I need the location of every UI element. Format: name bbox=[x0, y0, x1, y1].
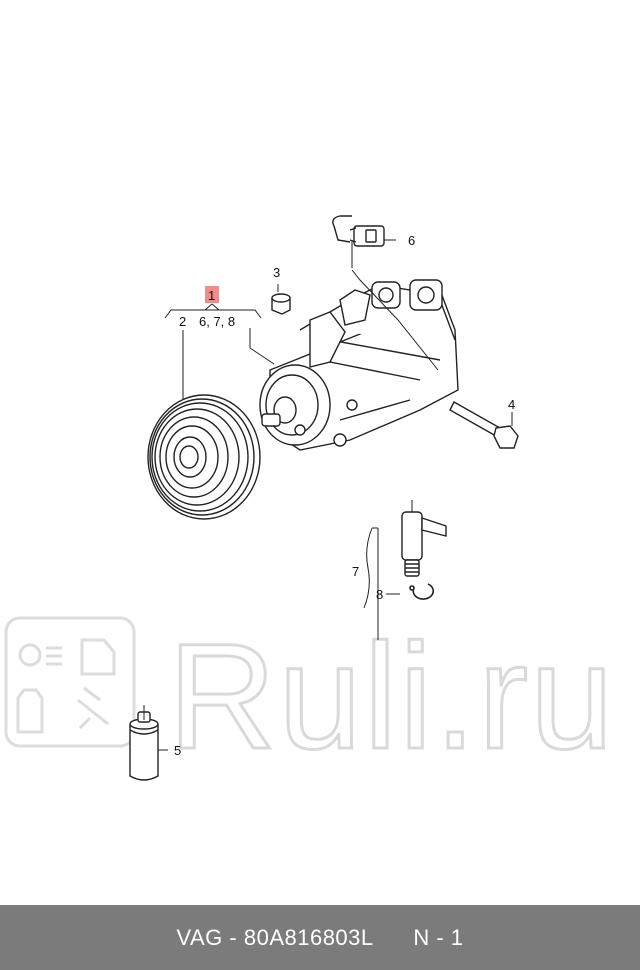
leader-lines bbox=[143, 239, 513, 751]
callout-2: 2 bbox=[179, 314, 186, 329]
circlip-part-8 bbox=[409, 583, 435, 600]
watermark-logo-icon bbox=[4, 616, 136, 748]
parts-diagram: Ruli.ru bbox=[4, 215, 615, 782]
oil-bottle-part-5 bbox=[129, 711, 159, 781]
callout-3: 3 bbox=[273, 265, 280, 280]
footer-bar: VAG - 80A816803L N - 1 bbox=[0, 905, 640, 970]
footer-sheet-number: N - 1 bbox=[413, 924, 464, 950]
callout-8: 8 bbox=[376, 587, 383, 602]
callout-5: 5 bbox=[174, 743, 181, 758]
watermark-text: Ruli.ru bbox=[168, 612, 615, 780]
footer-part-number: VAG - 80A816803L bbox=[176, 924, 374, 950]
compressor-part-1 bbox=[259, 279, 459, 451]
connector-part-6 bbox=[332, 215, 385, 247]
pulley-part-2 bbox=[147, 394, 261, 520]
sleeve-part-3 bbox=[271, 293, 291, 315]
bolt-part-4 bbox=[449, 401, 519, 449]
callout-1: 1 bbox=[208, 288, 215, 303]
callout-6: 6 bbox=[408, 233, 415, 248]
watermark: Ruli.ru bbox=[4, 611, 615, 782]
footer-spacer bbox=[374, 925, 414, 951]
callout-4: 4 bbox=[508, 397, 515, 412]
valve-part-7 bbox=[401, 511, 447, 577]
callout-1-highlight bbox=[205, 286, 219, 303]
callout-7: 7 bbox=[352, 564, 359, 579]
callout-6-7-8: 6, 7, 8 bbox=[199, 314, 235, 329]
